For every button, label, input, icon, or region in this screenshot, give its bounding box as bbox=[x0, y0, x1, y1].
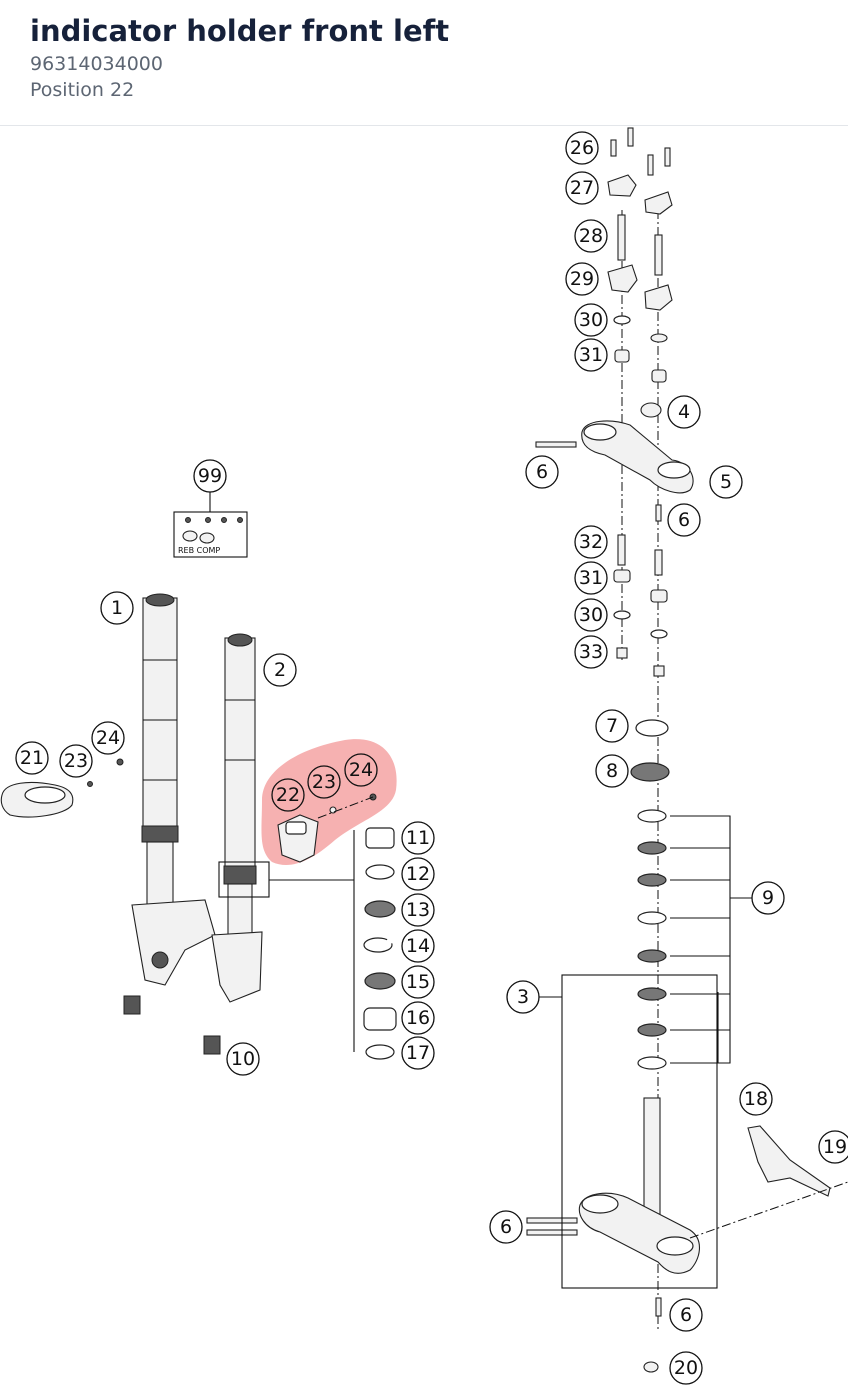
svg-text:22: 22 bbox=[276, 784, 300, 806]
callout-28[interactable]: 28 bbox=[574, 219, 608, 253]
svg-text:15: 15 bbox=[406, 971, 430, 993]
callout-33[interactable]: 33 bbox=[574, 635, 608, 669]
callout-17[interactable]: 17 bbox=[401, 1036, 435, 1070]
svg-text:10: 10 bbox=[231, 1048, 255, 1070]
svg-text:2: 2 bbox=[274, 659, 286, 681]
callout-15[interactable]: 15 bbox=[401, 965, 435, 999]
callout-3[interactable]: 3 bbox=[506, 980, 540, 1014]
callout-27[interactable]: 27 bbox=[565, 171, 599, 205]
fork-leg-right bbox=[203, 633, 270, 1055]
svg-text:27: 27 bbox=[570, 177, 594, 199]
svg-text:23: 23 bbox=[64, 750, 88, 772]
svg-text:16: 16 bbox=[406, 1007, 430, 1029]
svg-text:21: 21 bbox=[20, 747, 44, 769]
svg-text:17: 17 bbox=[406, 1042, 430, 1064]
svg-text:26: 26 bbox=[570, 137, 594, 159]
callout-6-top[interactable]: 6 bbox=[525, 455, 559, 489]
callout-31-upper[interactable]: 31 bbox=[574, 338, 608, 372]
callout-22-highlighted[interactable]: 22 bbox=[271, 778, 305, 812]
svg-text:4: 4 bbox=[678, 401, 690, 423]
callout-19[interactable]: 19 bbox=[818, 1130, 848, 1164]
svg-text:9: 9 bbox=[762, 887, 774, 909]
svg-text:24: 24 bbox=[349, 759, 373, 781]
svg-text:6: 6 bbox=[500, 1216, 512, 1238]
svg-text:1: 1 bbox=[111, 597, 123, 619]
callout-4[interactable]: 4 bbox=[667, 395, 701, 429]
svg-text:11: 11 bbox=[406, 827, 430, 849]
svg-text:99: 99 bbox=[198, 465, 222, 487]
callout-11[interactable]: 11 bbox=[401, 821, 435, 855]
svg-text:12: 12 bbox=[406, 863, 430, 885]
svg-text:30: 30 bbox=[579, 604, 603, 626]
callout-24-highlighted[interactable]: 24 bbox=[344, 753, 378, 787]
callout-29[interactable]: 29 bbox=[565, 262, 599, 296]
callout-8[interactable]: 8 bbox=[595, 754, 629, 788]
callout-6-clamp[interactable]: 6 bbox=[667, 503, 701, 537]
callout-16[interactable]: 16 bbox=[401, 1001, 435, 1035]
adjuster-label-99: REB COMP bbox=[173, 492, 248, 558]
callout-32[interactable]: 32 bbox=[574, 525, 608, 559]
svg-text:14: 14 bbox=[406, 935, 430, 957]
callout-7[interactable]: 7 bbox=[595, 709, 629, 743]
indicator-holder-22 bbox=[277, 793, 377, 863]
svg-text:29: 29 bbox=[570, 268, 594, 290]
svg-text:24: 24 bbox=[96, 727, 120, 749]
callout-5[interactable]: 5 bbox=[709, 465, 743, 499]
svg-text:33: 33 bbox=[579, 641, 603, 663]
callout-23-highlighted[interactable]: 23 bbox=[307, 765, 341, 799]
callout-10[interactable]: 10 bbox=[226, 1042, 260, 1076]
svg-text:31: 31 bbox=[579, 567, 603, 589]
callout-21[interactable]: 21 bbox=[15, 741, 49, 775]
svg-text:28: 28 bbox=[579, 225, 603, 247]
svg-text:19: 19 bbox=[823, 1136, 847, 1158]
svg-text:7: 7 bbox=[606, 715, 618, 737]
callout-13[interactable]: 13 bbox=[401, 893, 435, 927]
part-position: Position 22 bbox=[30, 79, 135, 101]
callout-6-lower[interactable]: 6 bbox=[489, 1210, 523, 1244]
fork-leg-left bbox=[123, 593, 216, 1015]
part-title: indicator holder front left bbox=[30, 14, 450, 48]
callout-12[interactable]: 12 bbox=[401, 857, 435, 891]
callout-9[interactable]: 9 bbox=[751, 881, 785, 915]
svg-text:30: 30 bbox=[579, 309, 603, 331]
callout-30-lower[interactable]: 30 bbox=[574, 598, 608, 632]
callout-23[interactable]: 23 bbox=[59, 744, 93, 778]
svg-text:6: 6 bbox=[680, 1304, 692, 1326]
svg-text:3: 3 bbox=[517, 986, 529, 1008]
callout-30-upper[interactable]: 30 bbox=[574, 303, 608, 337]
exploded-parts-diagram: REB COMP bbox=[0, 127, 848, 1385]
callout-1[interactable]: 1 bbox=[100, 591, 134, 625]
callout-6-bottom[interactable]: 6 bbox=[669, 1298, 703, 1332]
svg-text:5: 5 bbox=[720, 471, 732, 493]
callout-2[interactable]: 2 bbox=[263, 653, 297, 687]
callout-18[interactable]: 18 bbox=[739, 1082, 773, 1116]
svg-text:23: 23 bbox=[312, 771, 336, 793]
svg-text:6: 6 bbox=[536, 461, 548, 483]
svg-text:20: 20 bbox=[674, 1357, 698, 1379]
indicator-holder-21 bbox=[0, 758, 124, 818]
svg-text:18: 18 bbox=[744, 1088, 768, 1110]
callout-31-lower[interactable]: 31 bbox=[574, 561, 608, 595]
callout-26[interactable]: 26 bbox=[565, 131, 599, 165]
svg-text:13: 13 bbox=[406, 899, 430, 921]
part-number: 96314034000 bbox=[30, 53, 163, 75]
svg-text:31: 31 bbox=[579, 344, 603, 366]
fork-seal-parts bbox=[269, 827, 397, 1060]
svg-text:6: 6 bbox=[678, 509, 690, 531]
callout-14[interactable]: 14 bbox=[401, 929, 435, 963]
callout-24[interactable]: 24 bbox=[91, 721, 125, 755]
callout-99[interactable]: 99 bbox=[193, 459, 227, 493]
label-99-text: REB COMP bbox=[178, 546, 220, 555]
part-header: indicator holder front left 96314034000 … bbox=[0, 0, 848, 126]
svg-text:32: 32 bbox=[579, 531, 603, 553]
callout-20[interactable]: 20 bbox=[669, 1351, 703, 1385]
svg-text:8: 8 bbox=[606, 760, 618, 782]
steering-head-assembly bbox=[526, 127, 848, 1373]
